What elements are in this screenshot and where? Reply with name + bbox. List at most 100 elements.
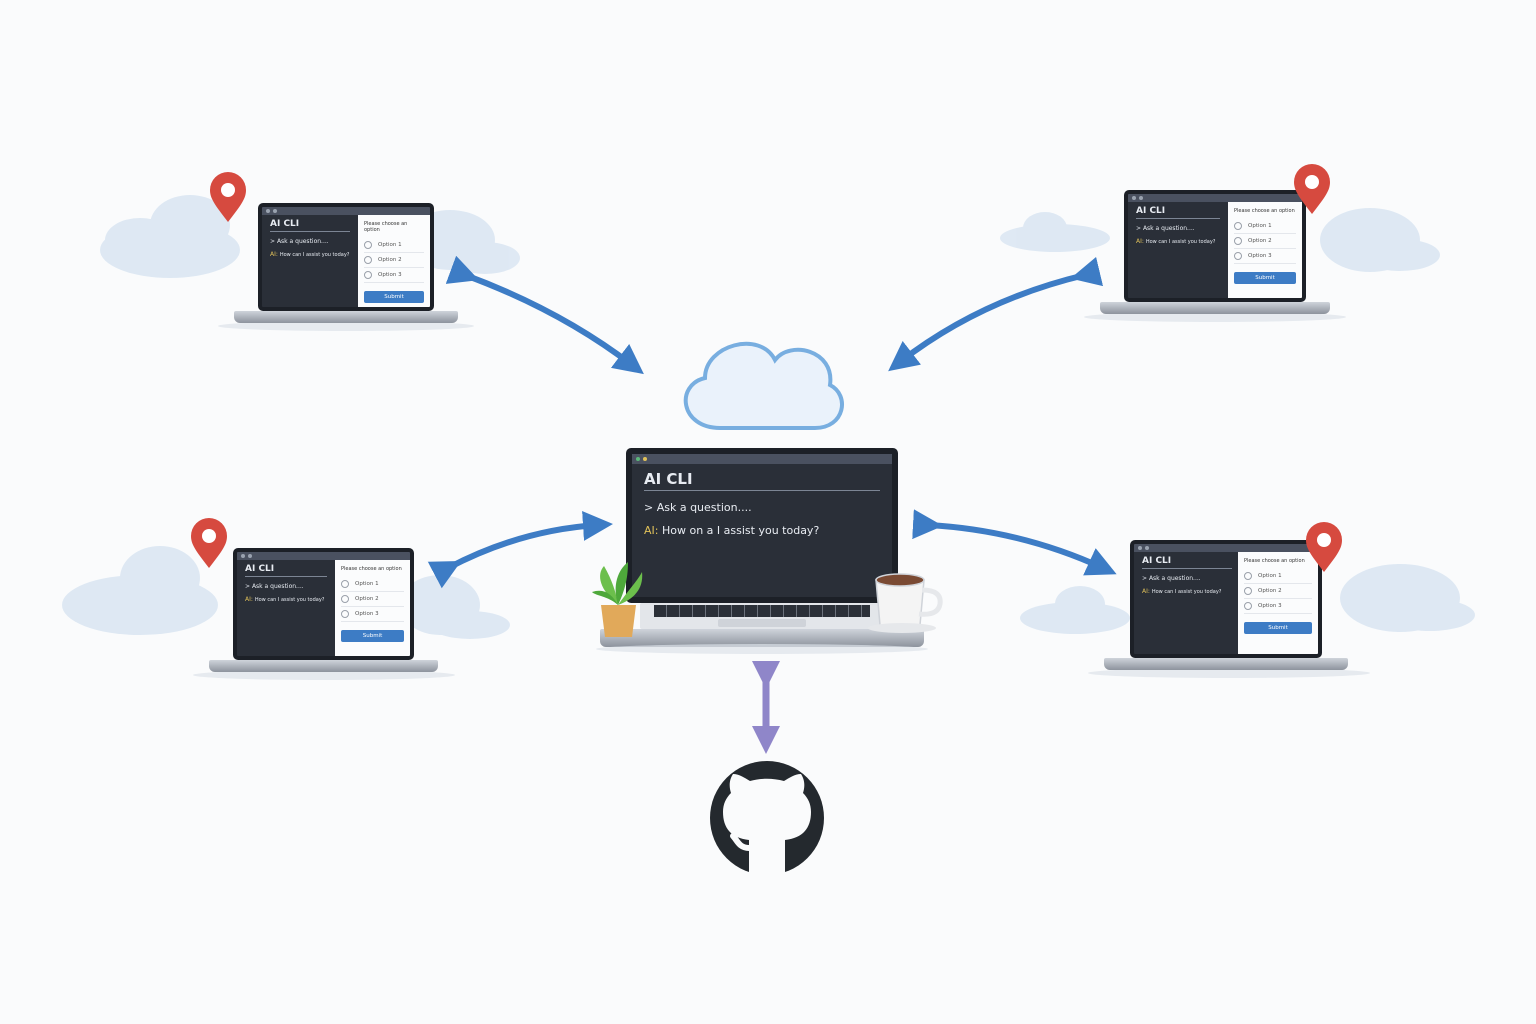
laptop-base [600,629,924,647]
option-3[interactable]: Option 3 [1244,599,1312,614]
radio-icon[interactable] [341,610,349,618]
bidirectional-arrow-icon [445,255,644,375]
radio-icon[interactable] [1244,587,1252,595]
terminal-pane: AI CLI > Ask a question.... AI: How on a… [632,464,892,597]
ai-response: How can I assist you today? [254,597,325,603]
remote-laptop-top-right: AI CLI > Ask a question.... AI: How can … [1084,190,1346,322]
laptop-shadow [1088,668,1370,678]
submit-button[interactable]: Submit [1244,622,1312,634]
ai-response: How can I assist you today? [1151,589,1222,595]
app-title: AI CLI [245,564,327,577]
ai-response: How on a I assist you today? [661,524,820,537]
bidirectional-arrow-icon [888,256,1104,372]
laptop-screen: AI CLI > Ask a question.... AI: How can … [1124,190,1306,302]
options-panel: Please choose an option Option 1 Option … [358,215,430,307]
radio-icon[interactable] [1234,252,1242,260]
submit-button[interactable]: Submit [364,291,424,303]
option-1[interactable]: Option 1 [1234,219,1296,234]
radio-icon[interactable] [364,241,372,249]
panel-title: Please choose an option [1244,558,1305,564]
bidirectional-arrow-icon [912,509,1117,576]
laptop-screen: AI CLI > Ask a question.... AI: How on a… [626,448,898,603]
github-icon [710,761,824,875]
cloud-icon [683,341,844,430]
ai-prefix: AI: [1142,588,1150,595]
bidirectional-arrow-icon [427,510,613,589]
ai-prefix: AI: [1136,238,1144,245]
keyboard-deck [640,603,884,629]
app-title: AI CLI [1142,556,1232,569]
cloud-icon [1020,564,1475,634]
remote-laptop-bottom-right: AI CLI > Ask a question.... AI: How can … [1088,540,1370,678]
app-title: AI CLI [1136,206,1220,219]
options-panel: Please choose an option Option 1 Option … [1228,202,1302,298]
option-1[interactable]: Option 1 [341,577,404,592]
submit-button[interactable]: Submit [1234,272,1296,284]
location-pin-icon [210,172,246,222]
app-title: AI CLI [270,219,350,232]
keyboard[interactable] [654,605,870,617]
location-pin-icon [1306,522,1342,572]
radio-icon[interactable] [364,271,372,279]
laptop-base [1104,658,1348,670]
terminal-pane: AI CLI > Ask a question.... AI: How can … [1128,202,1228,298]
laptop-base [1100,302,1330,314]
option-2[interactable]: Option 2 [364,253,424,268]
prompt-input[interactable]: Ask a question.... [656,501,752,514]
radio-icon[interactable] [341,595,349,603]
terminal-pane: AI CLI > Ask a question.... AI: How can … [1134,552,1240,654]
coffee-cup-icon [868,573,943,633]
radio-icon[interactable] [341,580,349,588]
option-2[interactable]: Option 2 [1244,584,1312,599]
ai-prefix: AI: [245,596,253,603]
remote-laptop-bottom-left: AI CLI > Ask a question.... AI: How can … [193,548,455,680]
terminal-pane: AI CLI > Ask a question.... AI: How can … [237,560,335,656]
ai-prefix: AI: [644,524,659,537]
prompt-input[interactable]: Ask a question.... [1148,575,1201,582]
trackpad[interactable] [718,619,806,627]
terminal-pane: AI CLI > Ask a question.... AI: How can … [270,219,350,258]
cloud-icon [62,546,510,639]
prompt-input[interactable]: Ask a question.... [251,583,304,590]
options-panel: Please choose an option Option 1 Option … [1238,552,1318,654]
option-2[interactable]: Option 2 [341,592,404,607]
ai-prefix: AI: [270,251,278,258]
radio-icon[interactable] [364,256,372,264]
location-pin-icon [1294,164,1330,214]
laptop-base [234,311,458,323]
submit-button[interactable]: Submit [341,630,404,642]
prompt-input[interactable]: Ask a question.... [276,238,329,245]
laptop-screen: AI CLI > Ask a question.... AI: How can … [233,548,414,660]
option-3[interactable]: Option 3 [364,268,424,283]
cloud-icon [1000,208,1440,272]
plant-icon [592,562,643,637]
location-pin-icon [191,518,227,568]
option-3[interactable]: Option 3 [1234,249,1296,264]
option-3[interactable]: Option 3 [341,607,404,622]
laptop-screen: AI CLI > Ask a question.... AI: How can … [1130,540,1322,658]
panel-title: Please choose an option [1234,208,1295,214]
panel-title: Please choose an option [341,566,402,572]
radio-icon[interactable] [1234,222,1242,230]
remote-laptop-top-left: AI CLI > Ask a question.... AI: How can … [218,203,474,333]
app-title: AI CLI [644,470,880,491]
laptop-shadow [596,644,928,654]
laptop-shadow [1084,312,1346,322]
radio-icon[interactable] [1234,237,1242,245]
prompt-input[interactable]: Ask a question.... [1142,225,1195,232]
laptop-base [209,660,438,672]
option-1[interactable]: Option 1 [364,238,424,253]
ai-response: How can I assist you today? [279,252,350,258]
radio-icon[interactable] [1244,602,1252,610]
option-2[interactable]: Option 2 [1234,234,1296,249]
options-panel: Please choose an option Option 1 Option … [335,560,410,656]
central-laptop: AI CLI > Ask a question.... AI: How on a… [596,448,928,658]
radio-icon[interactable] [1244,572,1252,580]
option-1[interactable]: Option 1 [1244,569,1312,584]
panel-title: Please choose an option [364,221,408,233]
laptop-screen: AI CLI > Ask a question.... AI: How can … [258,203,434,311]
laptop-shadow [218,321,474,331]
